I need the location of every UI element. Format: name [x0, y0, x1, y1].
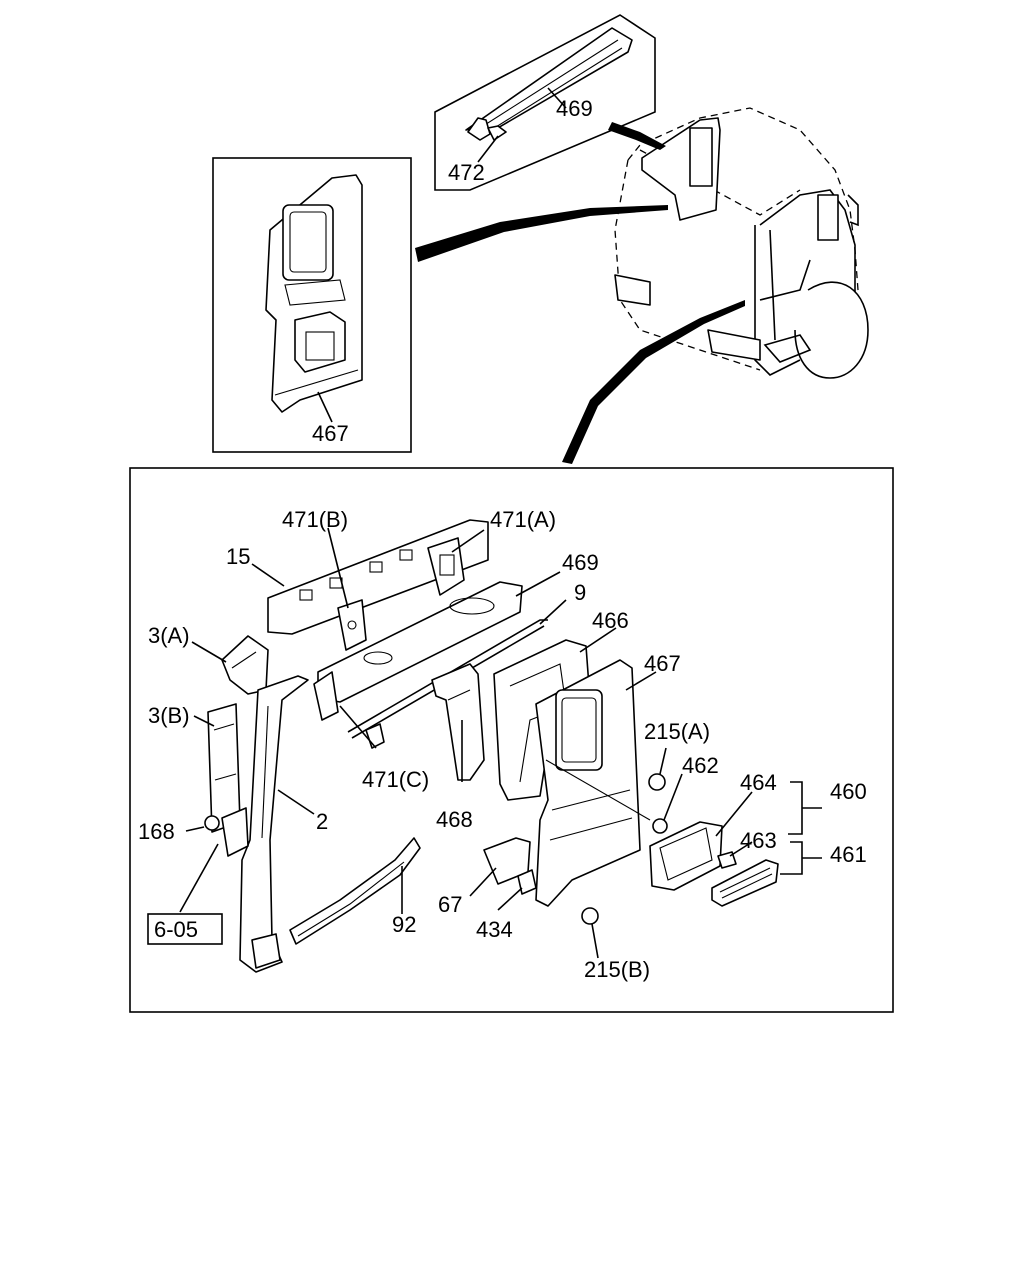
main-exploded-box [129, 467, 894, 1013]
label-472: 472 [448, 160, 485, 185]
pointer-arrows [415, 122, 745, 464]
label-6-05: 6-05 [154, 917, 198, 942]
label-92: 92 [392, 912, 416, 937]
label-471b: 471(B) [282, 507, 348, 532]
label-469: 469 [562, 550, 599, 575]
label-471a: 471(A) [490, 507, 556, 532]
label-469-top: 469 [556, 96, 593, 121]
label-9: 9 [574, 580, 586, 605]
label-2: 2 [316, 809, 328, 834]
label-215b: 215(B) [584, 957, 650, 982]
label-3b: 3(B) [148, 703, 190, 728]
label-466: 466 [592, 608, 629, 633]
label-463: 463 [740, 828, 777, 853]
label-462: 462 [682, 753, 719, 778]
label-15: 15 [226, 544, 250, 569]
label-168: 168 [138, 819, 175, 844]
inset-roof-rail: 469 472 [434, 14, 656, 191]
label-467: 467 [644, 651, 681, 676]
label-215a: 215(A) [644, 719, 710, 744]
label-467-inset: 467 [312, 421, 349, 446]
label-464: 464 [740, 770, 777, 795]
exploded-parts [147, 519, 822, 973]
inset-rear-panel: 467 [212, 157, 412, 453]
label-67: 67 [438, 892, 462, 917]
label-3a: 3(A) [148, 623, 190, 648]
part-labels: 471(B) 471(A) 15 469 9 466 467 3(A) 3(B)… [138, 507, 867, 982]
label-471c: 471(C) [362, 767, 429, 792]
label-460: 460 [830, 779, 867, 804]
vehicle-rear-view [614, 107, 869, 379]
label-461: 461 [830, 842, 867, 867]
label-434: 434 [476, 917, 513, 942]
label-468: 468 [436, 807, 473, 832]
